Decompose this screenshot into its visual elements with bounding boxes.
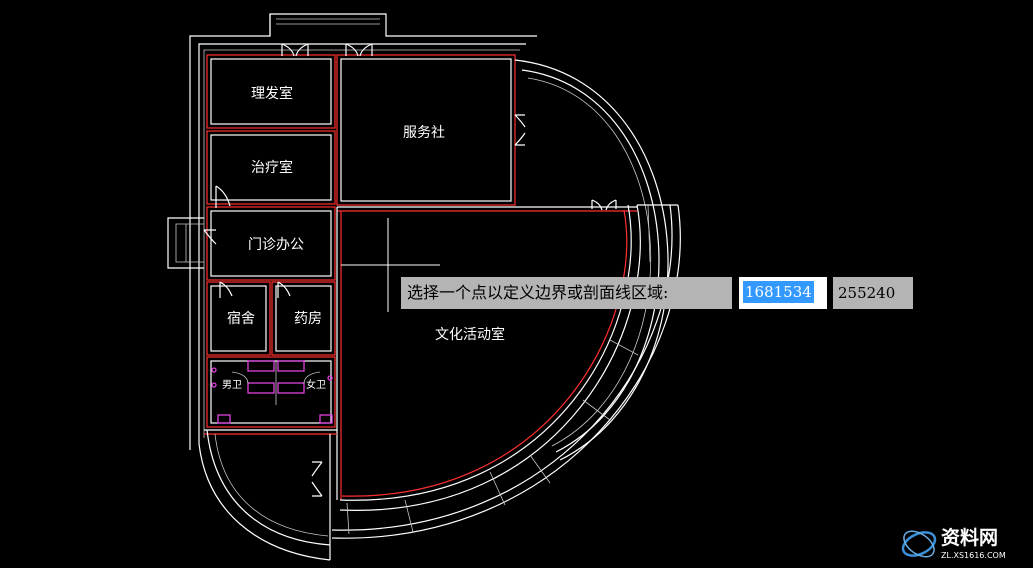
room-label-clinic-office: 门诊办公: [248, 237, 304, 253]
watermark-url: ZL.XS1616.COM: [941, 551, 1006, 560]
room-label-activity: 文化活动室: [435, 326, 505, 343]
x-coordinate-value: 1681534: [743, 281, 814, 303]
watermark-logo: 资料网 ZL.XS1616.COM: [901, 526, 1006, 560]
watermark-brand: 资料网: [941, 526, 998, 549]
building-outline: [167, 13, 537, 450]
room-label-womens-wc: 女卫: [306, 378, 326, 391]
toilet-fixtures: [211, 360, 333, 424]
crosshair-cursor: [341, 218, 440, 312]
room-label-service: 服务社: [403, 125, 445, 141]
room-label-barber: 理发室: [251, 85, 293, 102]
curved-walls: [198, 59, 681, 561]
room-label-mens-wc: 男卫: [222, 379, 242, 391]
room-label-treatment: 治疗室: [251, 159, 293, 176]
y-coordinate-input[interactable]: 255240: [833, 277, 913, 309]
room-label-dormitory: 宿舍: [227, 310, 255, 327]
xs-logo-icon: [901, 530, 937, 558]
x-coordinate-input[interactable]: 1681534: [739, 277, 827, 309]
doors: [203, 43, 617, 497]
command-prompt: 选择一个点以定义边界或剖面线区域:: [401, 277, 732, 309]
room-label-pharmacy: 药房: [294, 311, 322, 327]
